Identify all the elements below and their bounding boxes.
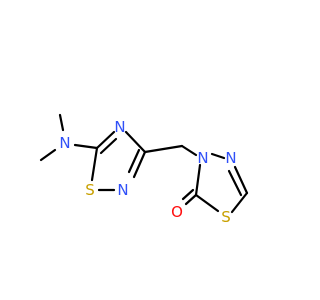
bond-c5-n-top-double	[99, 137, 118, 155]
atom-ring2-n4: N	[225, 149, 236, 167]
atom-ring1-n-top: N	[114, 118, 125, 136]
atom-ring2-s: S	[221, 208, 231, 226]
bond-c3-ch2	[143, 144, 184, 154]
atom-ring1-s: S	[85, 181, 95, 199]
atom-amine-n: N	[59, 134, 70, 152]
bond-c5-n-top	[95, 130, 116, 150]
bond-c3-n-bottom-double	[127, 148, 141, 174]
bond-methyl-upper	[58, 113, 65, 132]
bond-n-top-c3	[124, 130, 147, 154]
bond-s-c5	[90, 146, 99, 182]
bond-c3-n-bottom	[132, 150, 147, 179]
bond-amine-c5	[73, 143, 99, 150]
bond-c2-n3	[194, 163, 202, 197]
molecule-diagram: N N S N N N S O	[39, 113, 249, 226]
bond-ch2-n	[180, 144, 198, 157]
bond-methyl-lower	[39, 148, 57, 162]
bond-c5r-s	[230, 191, 249, 214]
atom-labels: N N S N N N S O	[59, 118, 236, 226]
bond-n3-n4	[210, 152, 226, 160]
bond-n4-c5r	[233, 165, 249, 195]
bonds	[39, 113, 249, 214]
atom-carbonyl-o: O	[171, 203, 183, 221]
bond-c2-o-double	[181, 188, 195, 201]
bond-c2-o	[184, 193, 198, 206]
atom-ring2-n3: N	[197, 149, 208, 167]
atom-ring1-n-bottom: N	[117, 181, 128, 199]
bond-s-c2	[194, 193, 220, 213]
bond-n4-c5r-double	[227, 169, 243, 197]
